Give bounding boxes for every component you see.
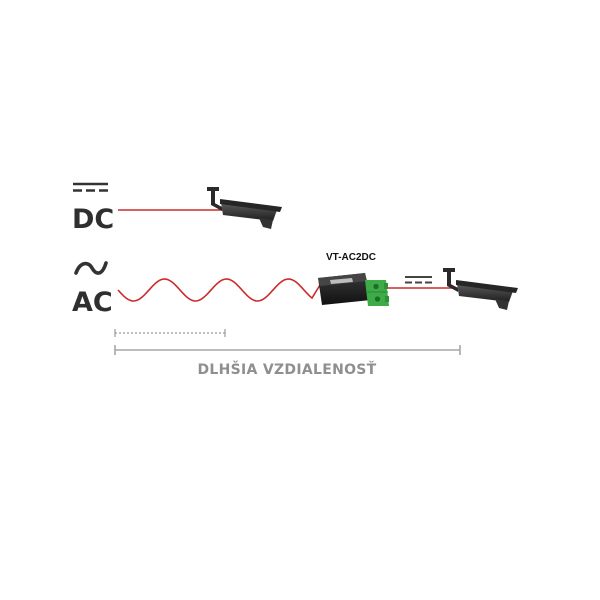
- cctv-camera-icon: [207, 187, 282, 229]
- converter-module-icon: [318, 273, 389, 306]
- long-distance-indicator: [114, 345, 461, 355]
- dc-label: DC: [72, 204, 114, 235]
- ac-symbol-icon: [74, 261, 108, 275]
- ac-label: AC: [72, 287, 113, 318]
- short-distance-indicator: [114, 329, 226, 337]
- dc-symbol-icon: [73, 182, 108, 192]
- distance-label: DLHŠIA VZDIALENOSŤ: [197, 360, 376, 378]
- dc-output-symbol-icon: [405, 276, 432, 284]
- ac-cable-wave: [117, 278, 321, 302]
- cctv-camera-icon: [443, 268, 518, 310]
- device-label: VT-AC2DC: [326, 252, 376, 263]
